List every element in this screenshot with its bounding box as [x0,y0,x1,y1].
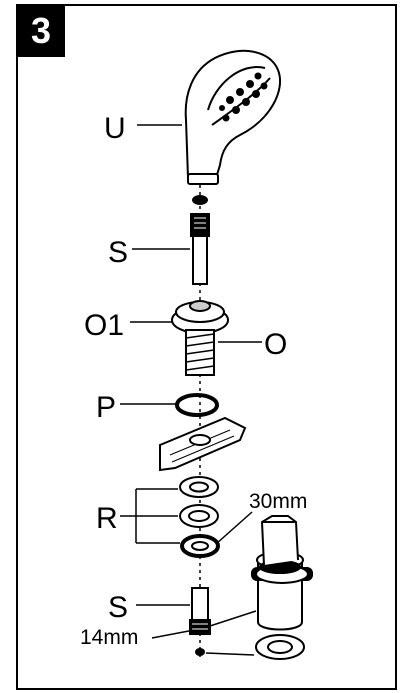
small-seal [195,648,205,656]
hand-shower [184,49,281,185]
hose-top [190,213,210,285]
spacer-rings [179,476,220,558]
hose-bottom-fitting [189,587,211,635]
label-fitting-size: 14mm [80,626,138,649]
threaded-nut [171,300,229,376]
label-nut-top: O1 [84,309,124,342]
bottom-washer [255,634,305,660]
leader-lines [120,124,262,656]
adapter [251,515,313,631]
label-rings: R [96,502,118,535]
label-nut-body: O [264,328,287,361]
step-badge: 3 [17,5,65,57]
small-o-ring [192,195,208,205]
deck-section [159,416,247,472]
label-washer: P [96,391,116,424]
label-ring-size: 30mm [249,490,307,513]
flat-washer [175,393,219,417]
step-number: 3 [30,10,52,51]
label-hose-top: S [108,236,128,269]
label-hose-bottom: S [108,591,128,624]
label-handshower: U [104,112,126,145]
